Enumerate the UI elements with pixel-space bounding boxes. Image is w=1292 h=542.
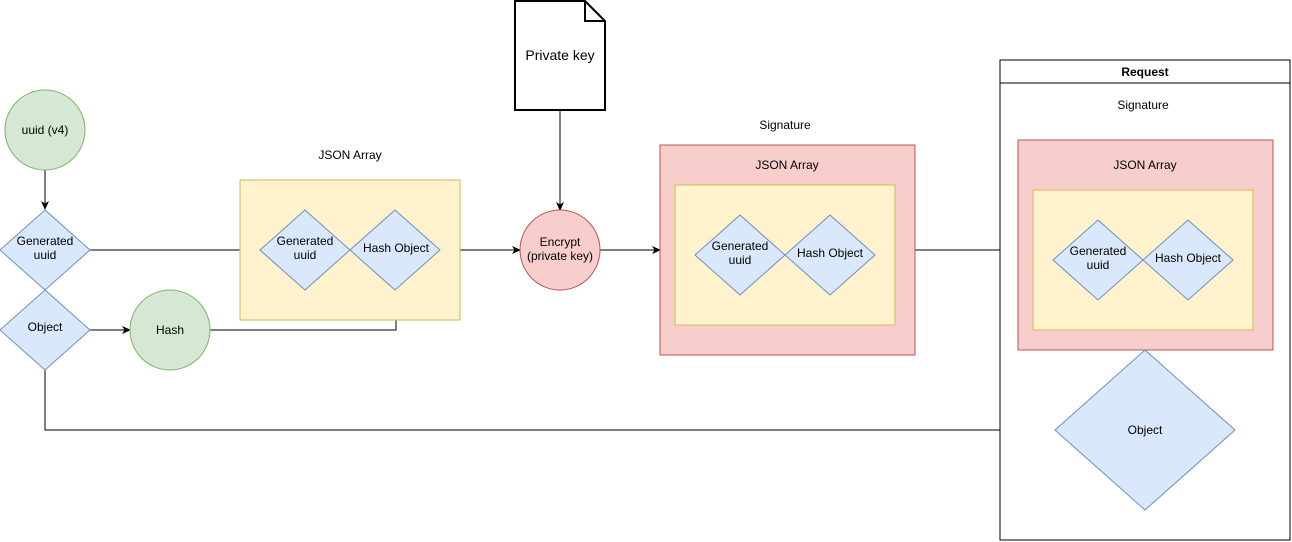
hash-label: Hash: [156, 323, 184, 337]
private-key-label: Private key: [525, 47, 594, 63]
encrypt-node: Encrypt (private key): [519, 209, 601, 291]
json-hash-object-label: Hash Object: [363, 241, 430, 255]
request-json-array-caption: JSON Array: [1113, 158, 1176, 172]
request-hash-object-label: Hash Object: [1155, 251, 1222, 265]
signature-json-array-caption: JSON Array: [755, 158, 818, 172]
private-key-document: Private key: [514, 0, 606, 111]
object-label: Object: [28, 320, 63, 334]
signature-hash-object-node: Hash Object: [784, 214, 876, 296]
request-generated-uuid-label-line1: Generated: [1070, 244, 1127, 258]
signature-hash-object-label: Hash Object: [797, 246, 864, 260]
json-array-caption: JSON Array: [318, 148, 381, 162]
request-object-label: Object: [1128, 423, 1163, 437]
generated-uuid-label-line2: uuid: [34, 248, 57, 262]
generated-uuid-node: Generated uuid: [0, 209, 91, 291]
edge-object-to-request-object: [44, 370, 1057, 434]
hash-node: Hash: [129, 289, 211, 371]
request-hash-object-node: Hash Object: [1142, 219, 1234, 301]
json-hash-object-node: Hash Object: [349, 209, 441, 291]
encrypt-label-line2: (private key): [527, 249, 593, 263]
signature-generated-uuid-label-line2: uuid: [729, 253, 752, 267]
document-icon: [514, 0, 606, 111]
uuid-v4-label: uuid (v4): [22, 123, 69, 137]
request-generated-uuid-node: Generated uuid: [1052, 219, 1144, 301]
request-signature-caption: Signature: [1117, 98, 1169, 112]
request-title: Request: [1121, 65, 1168, 79]
json-generated-uuid-label-line1: Generated: [277, 234, 334, 248]
object-node: Object: [0, 289, 91, 371]
request-object-node: Object: [1054, 349, 1236, 511]
signature-generated-uuid-label-line1: Generated: [712, 239, 769, 253]
uuid-v4-node: uuid (v4): [4, 89, 86, 171]
json-generated-uuid-node: Generated uuid: [259, 209, 351, 291]
request-generated-uuid-label-line2: uuid: [1087, 258, 1110, 272]
signature-caption: Signature: [759, 118, 811, 132]
json-generated-uuid-label-line2: uuid: [294, 248, 317, 262]
encrypt-label-line1: Encrypt: [540, 235, 581, 249]
signature-generated-uuid-node: Generated uuid: [694, 214, 786, 296]
generated-uuid-label-line1: Generated: [17, 234, 74, 248]
